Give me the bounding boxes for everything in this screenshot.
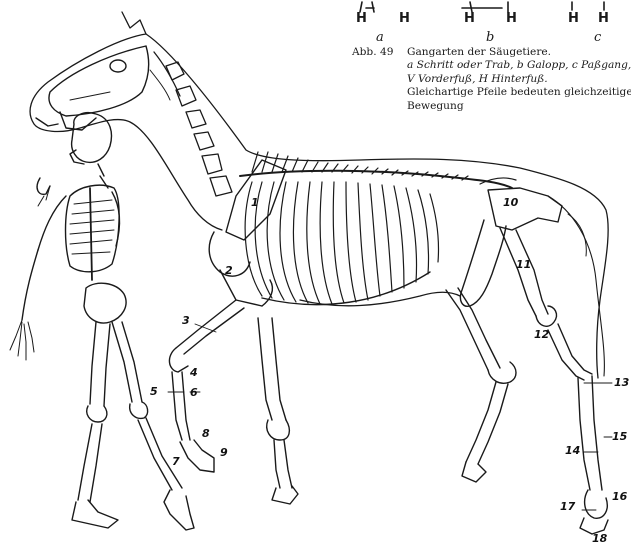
label-7: 7 xyxy=(172,455,180,468)
label-12: 12 xyxy=(534,328,549,341)
label-10: 10 xyxy=(503,196,518,209)
caption-line: V Vorderfuß, H Hinterfuß. xyxy=(407,73,628,86)
label-13: 13 xyxy=(614,376,629,389)
figure-number: Abb. 49 xyxy=(352,46,404,59)
label-3: 3 xyxy=(182,314,190,327)
label-11: 11 xyxy=(516,258,531,271)
label-1: 1 xyxy=(251,196,259,209)
gait-hoof-label: H xyxy=(356,11,367,26)
human-skeleton xyxy=(10,113,194,530)
gait-letter-c: c xyxy=(594,30,601,45)
figure-caption: Abb. 49 Gangarten der Säugetiere. a Schr… xyxy=(352,46,628,113)
gait-hoof-label: H xyxy=(506,11,517,26)
caption-line: Bewegung xyxy=(407,100,628,113)
label-17: 17 xyxy=(560,500,575,513)
label-15: 15 xyxy=(612,430,627,443)
label-6: 6 xyxy=(190,386,198,399)
horse-skull xyxy=(36,46,149,130)
label-18: 18 xyxy=(592,532,607,545)
label-5: 5 xyxy=(150,385,158,398)
caption-line: Gleichartige Pfeile bedeuten gleichzeiti… xyxy=(407,86,628,99)
label-9: 9 xyxy=(220,446,228,459)
label-8: 8 xyxy=(202,427,210,440)
gait-hoof-label: H xyxy=(464,11,475,26)
gait-hoof-label: H xyxy=(568,11,579,26)
gait-hoof-label: H xyxy=(399,11,410,26)
gait-hoof-label: H xyxy=(598,11,609,26)
label-14: 14 xyxy=(565,444,580,457)
caption-line: Gangarten der Säugetiere. xyxy=(407,46,628,59)
horse-cervical-spine xyxy=(154,52,232,196)
label-4: 4 xyxy=(190,366,198,379)
gait-letter-b: b xyxy=(486,30,494,45)
caption-line: a Schritt oder Trab, b Galopp, c Paßgang… xyxy=(407,59,628,72)
label-2: 2 xyxy=(225,264,233,277)
horse-front-limb xyxy=(169,160,298,504)
gait-letter-a: a xyxy=(376,30,384,45)
horse-ribcage xyxy=(245,182,438,305)
horse-hind-limb xyxy=(446,188,608,534)
label-16: 16 xyxy=(612,490,627,503)
label-leaders xyxy=(168,324,612,510)
